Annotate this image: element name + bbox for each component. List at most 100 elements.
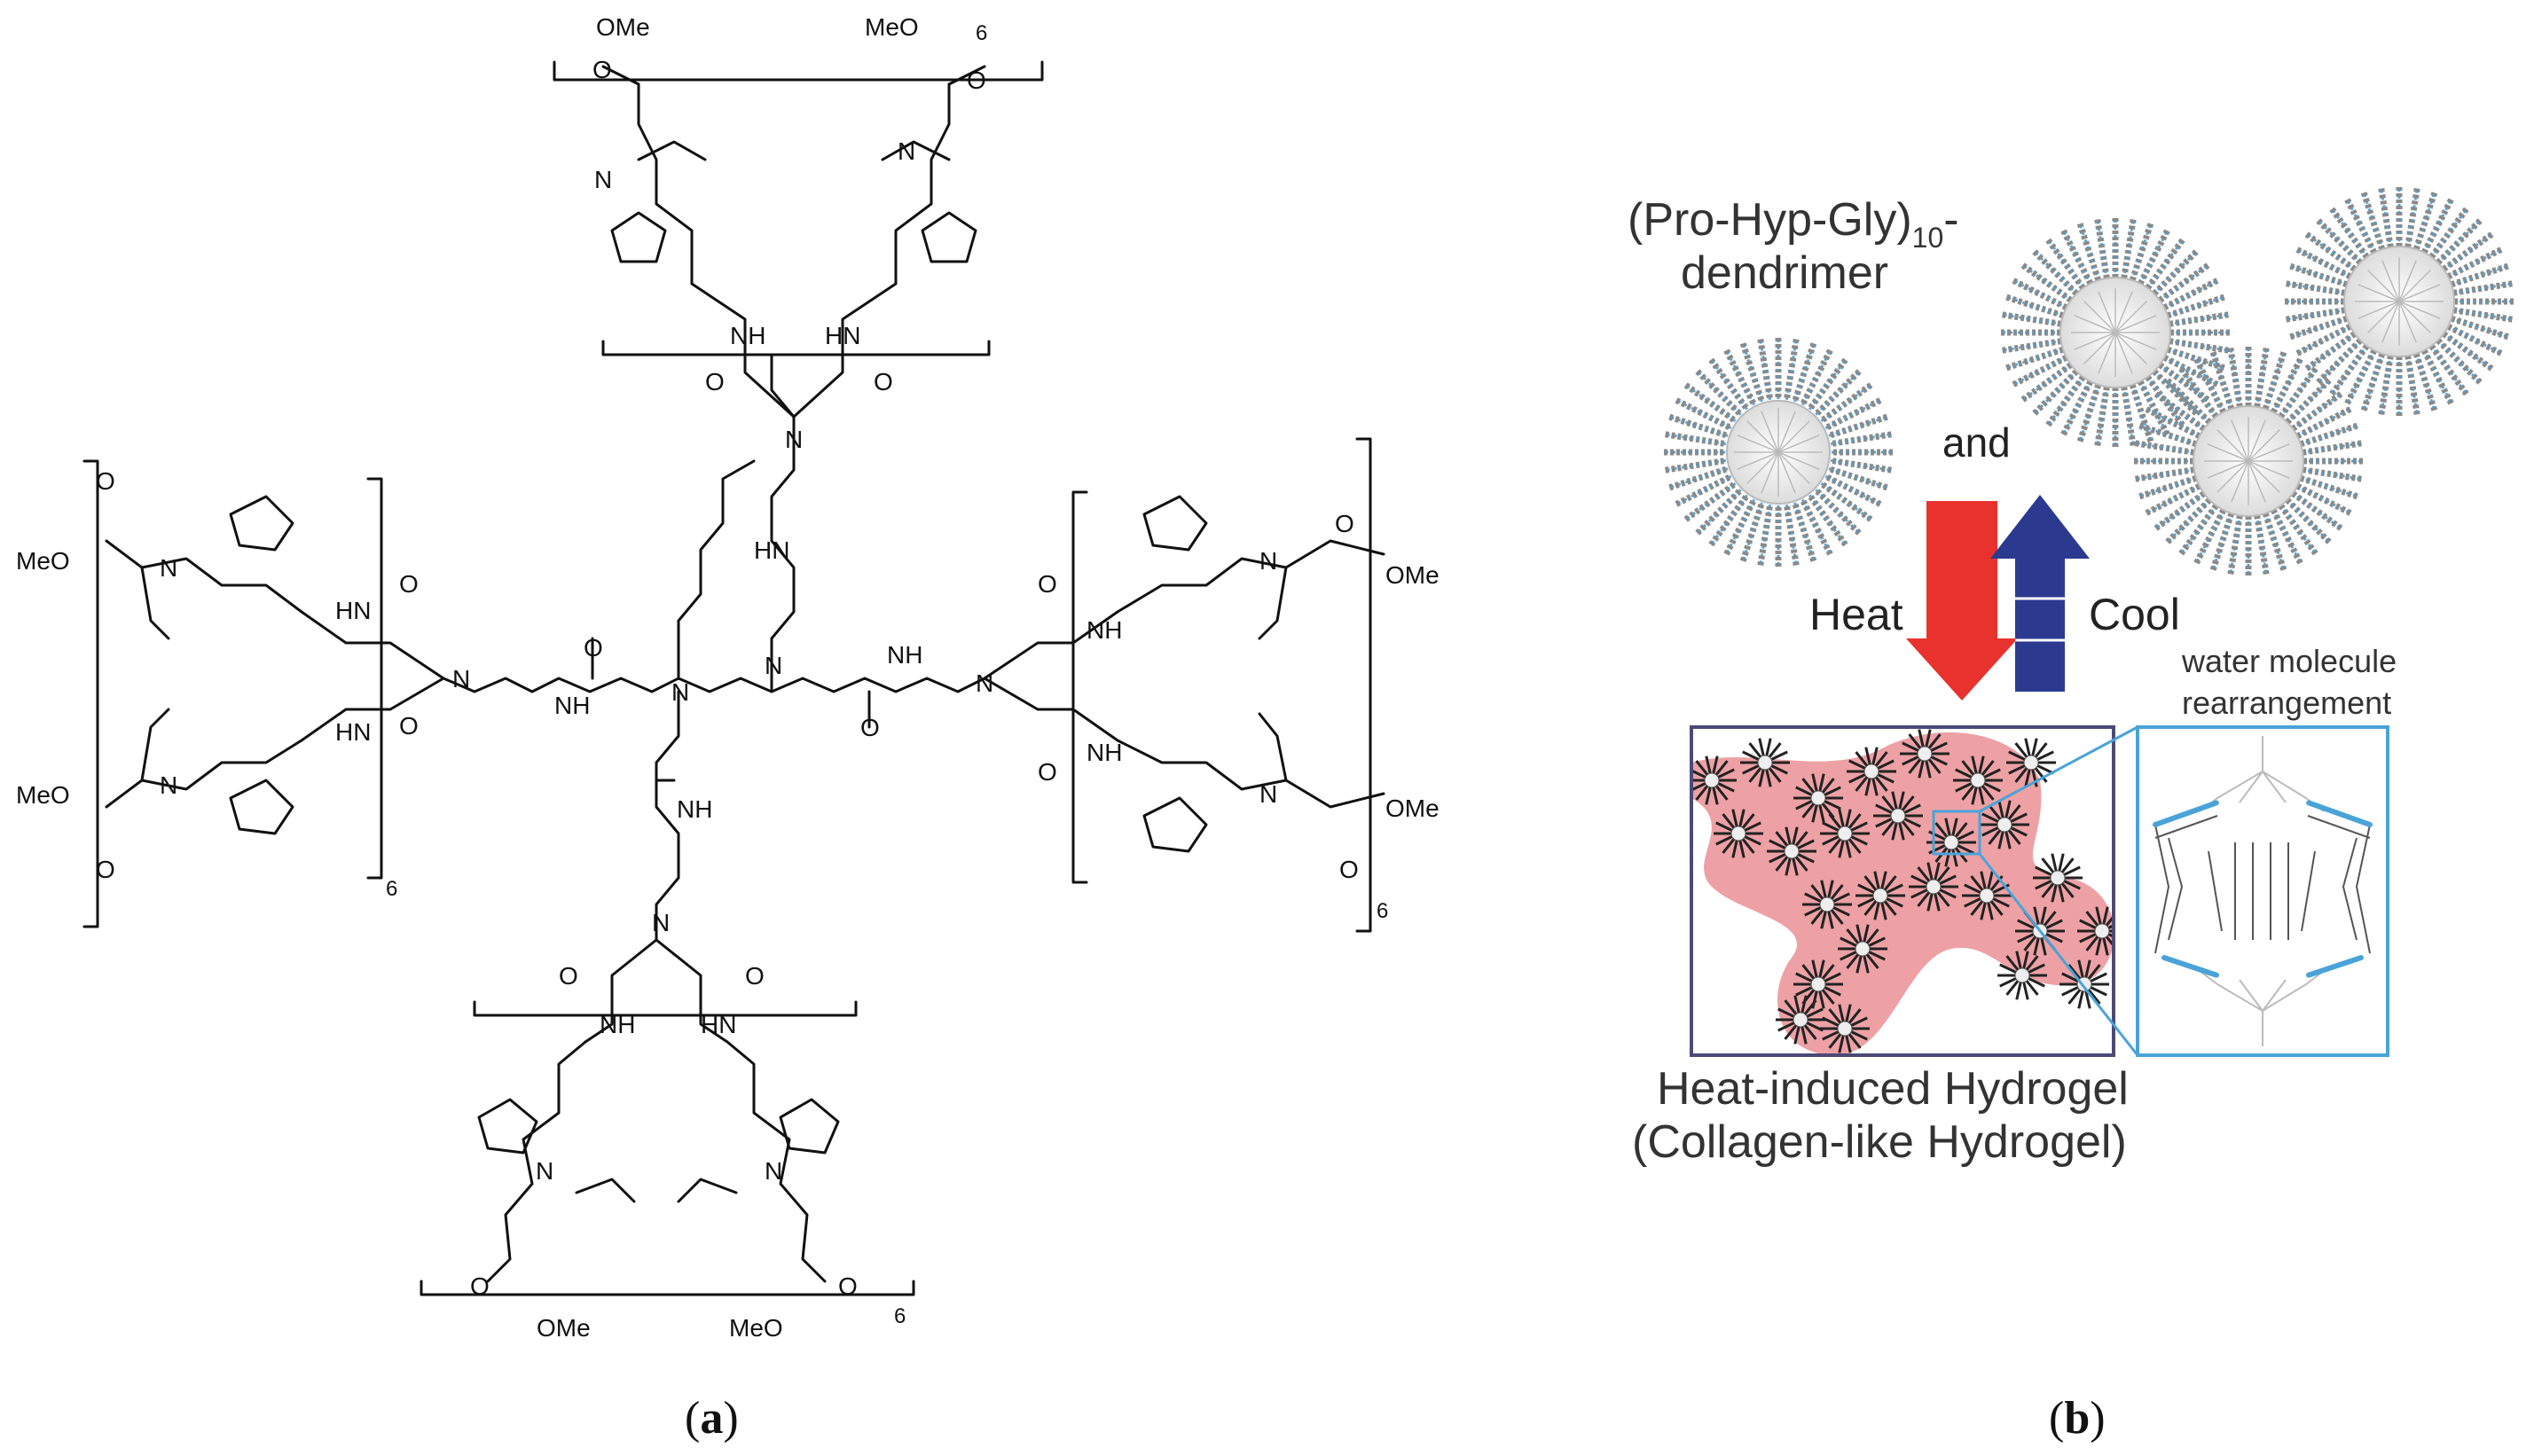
helix-strand-highlight [2157,264,2208,302]
helix-strand-highlight [1697,371,1742,416]
micelle [1909,862,1958,912]
helix-strand-highlight [2155,393,2207,431]
meo-bottom-right: MeO [729,1314,783,1342]
helix-strand-highlight [2271,507,2302,563]
helix-strand-highlight [2346,200,2377,255]
core-branch [2231,419,2249,462]
core-branch [2248,460,2280,493]
o-left-3: O [399,570,419,598]
chemical-structure-panel: OMe MeO 6 MeO MeO 6 OMe OMe 6 OMe MeO 6 … [16,13,1440,1342]
core-branch [1777,451,1820,470]
core-branch [2098,291,2116,333]
helix-strand-highlight [2157,363,2208,401]
micelle [1855,871,1905,920]
water-dots [2153,800,2373,978]
zoom-dendrons [2199,736,2325,1046]
micelle [1847,747,1896,796]
core-branch [1746,451,1779,484]
atom-labels: OMe MeO 6 MeO MeO 6 OMe OMe 6 OMe MeO 6 … [16,13,1440,1342]
helix-strand-highlight [2285,380,2330,425]
micelle [1820,1004,1870,1053]
aggregate-dendrimer-3 [2133,346,2364,576]
n-right: N [976,669,993,697]
core-branch [2098,332,2116,374]
micelle [1820,809,1870,858]
n-top: N [785,426,803,453]
core-branch [2231,460,2249,503]
helix-strand-highlight [1697,489,1742,534]
helix-strand-highlight [1685,384,1737,422]
helix-strand-highlight [2331,343,2369,395]
core-branch [2216,460,2249,493]
helix-strand-highlight [2195,359,2226,415]
helix-strand-highlight [1800,498,1832,554]
ome-right-bottom: OMe [1385,795,1440,822]
core-branch [2357,284,2400,302]
repeat-top: 6 [976,21,987,45]
helix-strand-highlight [2062,379,2093,434]
o-bottom-4: O [838,1272,858,1300]
helix-strand-highlight [2441,332,2492,370]
helix-strand-highlight [2180,503,2218,554]
hydrogel-label-line1: Heat-induced Hydrogel [1657,1063,2129,1115]
nh-right-bottom: NH [1087,739,1122,766]
ome-bottom-left: OMe [537,1314,591,1342]
core-branch [1737,434,1779,453]
hydrogel-schematic-panel: (Pro-Hyp-Gly)10- dendrimer and [1628,186,2514,1168]
top-branch [553,60,1044,419]
core-branch [2381,260,2400,302]
core-branch [2074,332,2116,350]
repeat-left: 6 [386,877,397,901]
core-branch [2074,315,2116,333]
helix-strand-highlight [2212,511,2233,570]
helix-strand-highlight [2022,363,2074,401]
helix-strand-highlight [2331,208,2369,260]
caption-b: (b) [2049,1393,2106,1444]
dendrimer-label-line2: dendrimer [1681,247,1888,299]
micelle [1838,924,1887,974]
helix-strand-highlight [2062,231,2093,286]
helix-strand-highlight [2167,380,2212,425]
helix-strand-highlight [2047,374,2085,426]
n-bottom-left-amide: N [536,1157,553,1185]
o-right-2: O [1038,758,1057,786]
o-left-1: O [96,467,115,495]
helix-strand-highlight [2318,338,2363,383]
zoom-region [1932,810,1981,856]
repeat-right: 6 [1377,899,1388,923]
dendrimer-strands [1663,337,1894,568]
n-bottom-right-amide: N [765,1157,782,1185]
helix-strand-highlight [2421,348,2452,403]
n-bottom: N [652,909,670,936]
caption-a: (a) [685,1393,739,1444]
core-branch [2083,301,2116,333]
aggregate-dendrimer-2 [2284,186,2514,417]
core-branch [2114,332,2133,374]
helix-strand-highlight [1793,502,1815,561]
core-branch [1777,451,1810,484]
helix-strand-highlight [2263,511,2285,570]
right-branch [983,437,1385,933]
micelle [1793,773,1843,823]
core-backbone [442,353,986,942]
nh-bottom-left: NH [600,1011,635,1038]
helix-strand-highlight [2138,231,2169,286]
meo-left-top: MeO [16,547,70,575]
helix-strand-highlight [1725,498,1756,554]
water-rearrangement-zoom [2136,725,2389,1057]
helix-strand-highlight [1808,494,1847,545]
n-right-amide-bottom: N [1259,780,1277,808]
core-branch [2381,301,2400,343]
helix-strand-highlight [1820,384,1871,422]
helix-strand-highlight [1669,416,1729,437]
water-label-line1: water molecule [2181,643,2397,679]
helix-strand-highlight [1666,458,1726,472]
hydrogel-box [1690,725,2115,1057]
core-branch [2114,291,2133,333]
repeat-bottom: 6 [894,1304,906,1328]
core-branch [2248,460,2290,479]
helix-strand-highlight [2318,220,2363,265]
water-dot [2306,800,2312,806]
core-branch [1761,411,1779,453]
n-left: N [452,665,470,693]
